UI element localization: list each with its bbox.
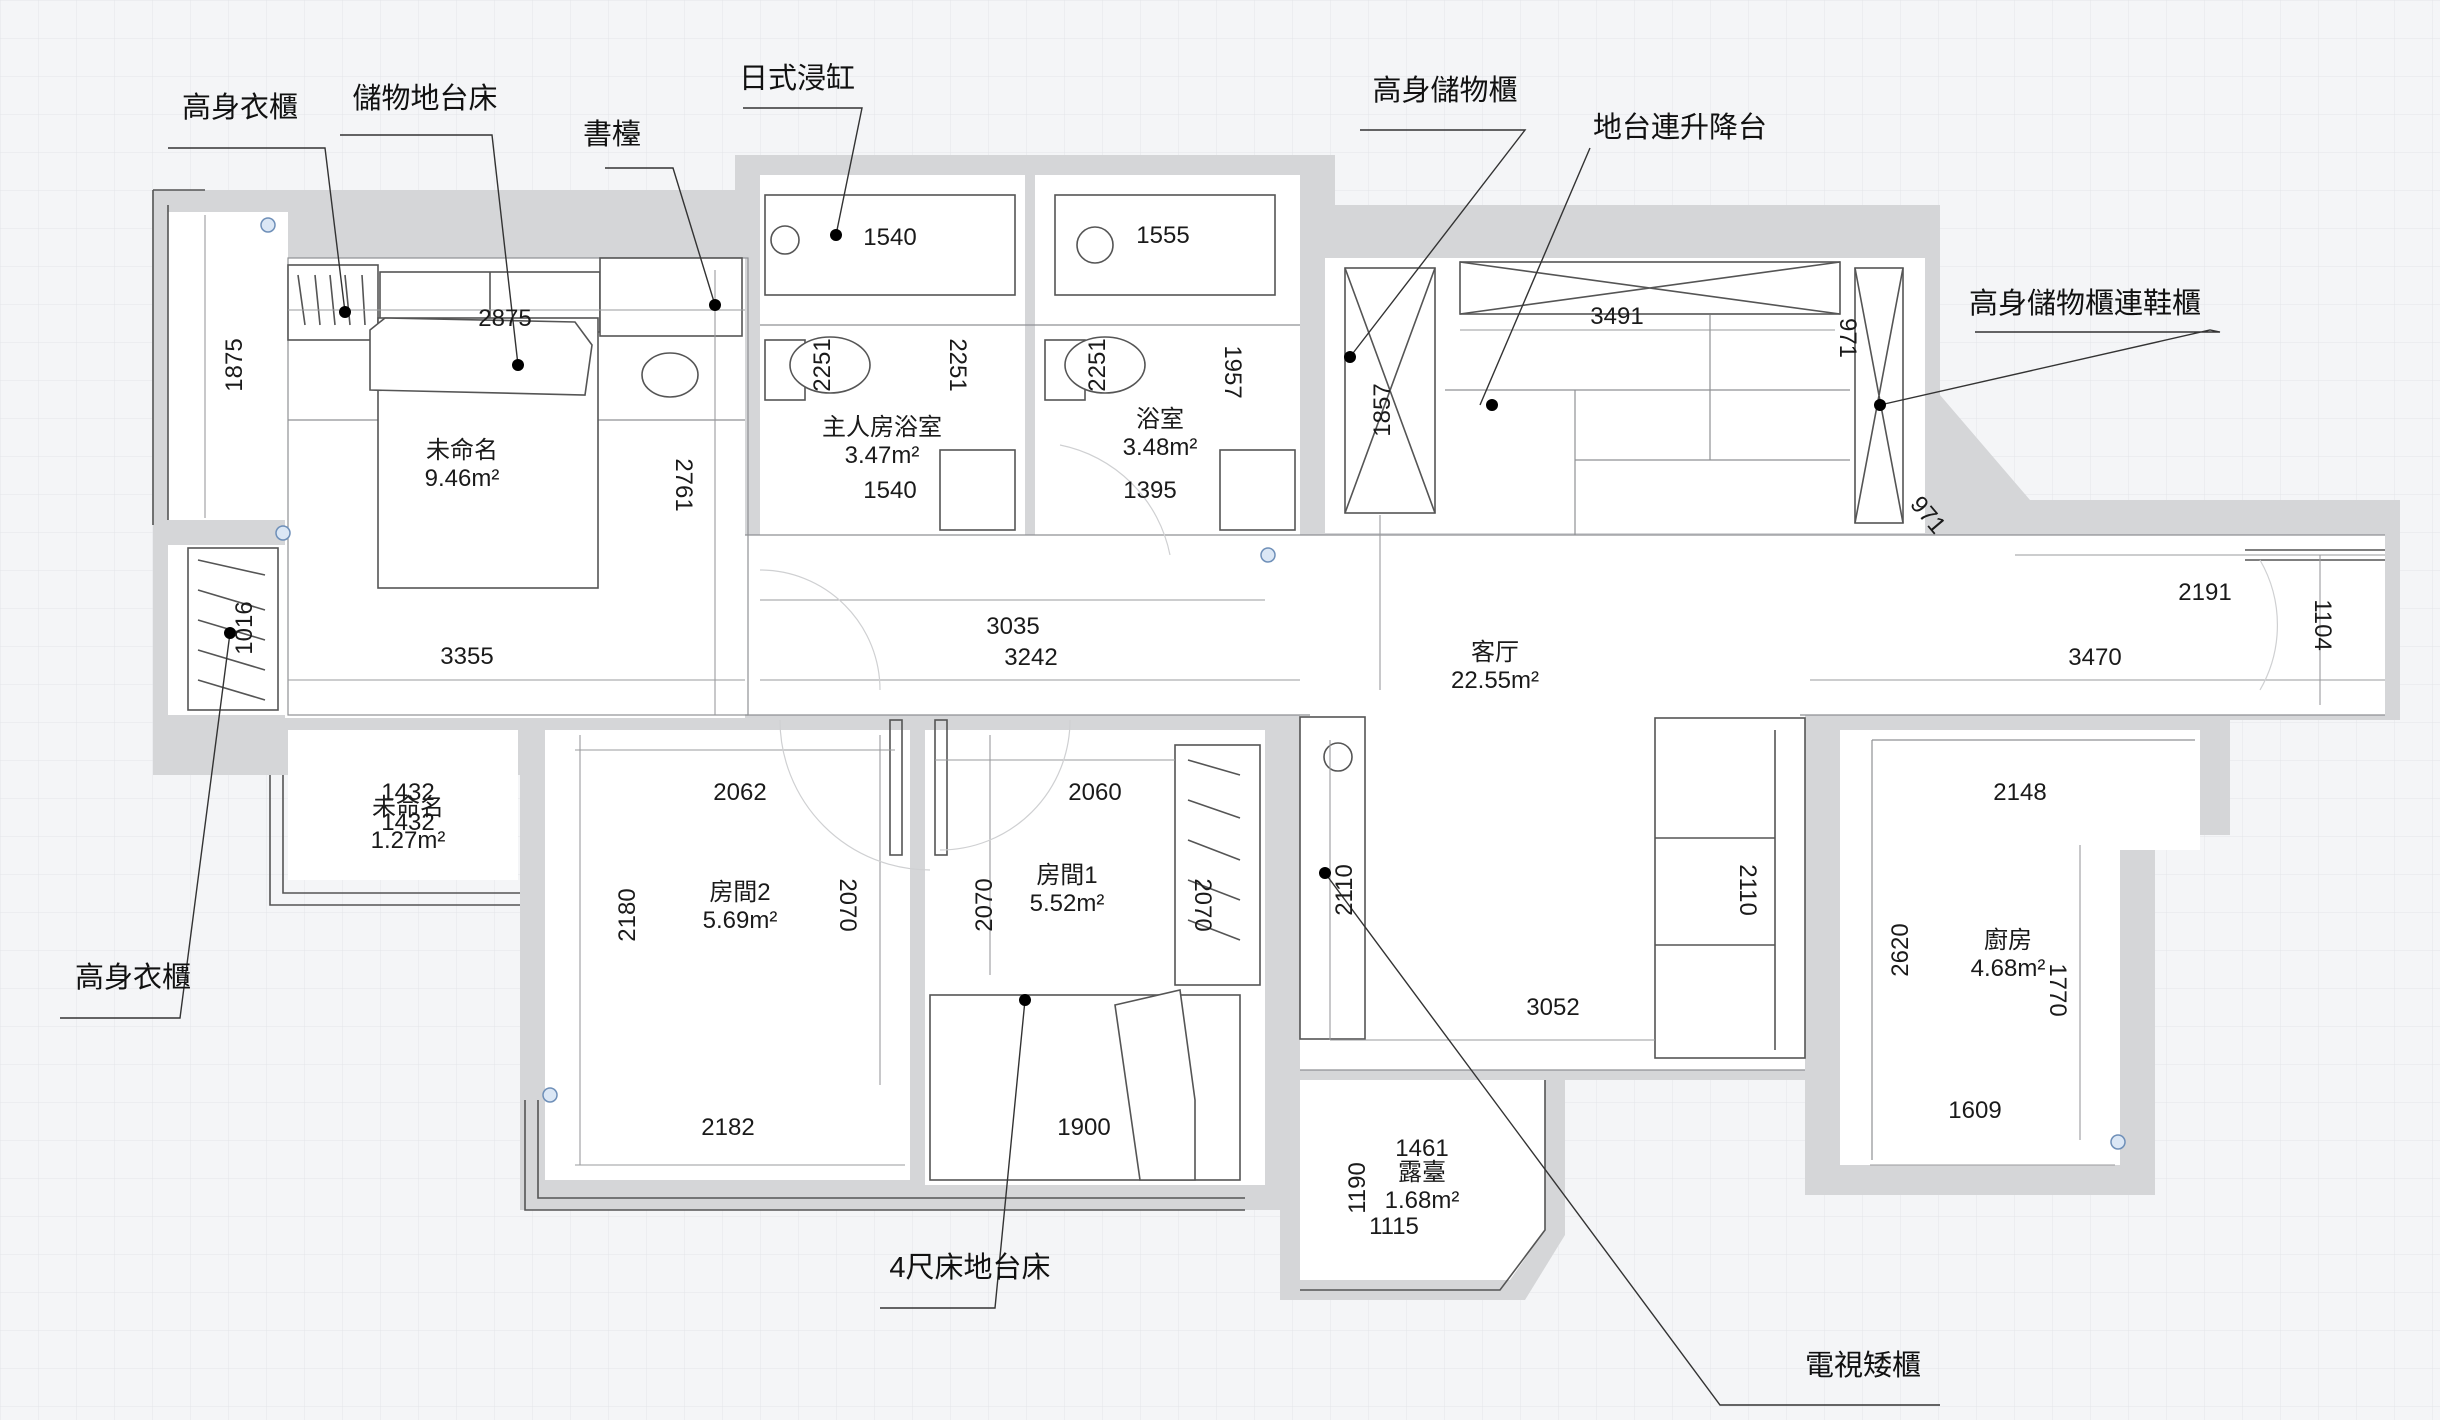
dim-kitchen-right: 1770 <box>2044 963 2071 1016</box>
dim-tall-storage: 1857 <box>1369 383 1396 436</box>
dim-east-width2: 3470 <box>2068 644 2121 671</box>
door-swings <box>759 444 2278 871</box>
dim-room1-left: 2070 <box>971 878 998 931</box>
room-master-bath-area: 3.47m² <box>845 442 920 469</box>
platform-bed <box>369 271 601 589</box>
leader-dots <box>224 229 1886 1006</box>
dim-wardrobe-left: 1016 <box>231 601 258 654</box>
dim-sofa-height: 2110 <box>1734 864 1761 916</box>
dim-master-height: 1875 <box>221 338 248 391</box>
dimension-labels: 1875 2875 2761 3355 1016 1432 1432 1540 … <box>221 222 2336 1240</box>
dim-east-height: 1104 <box>2309 599 2336 651</box>
room-kitchen-area: 4.68m² <box>1971 955 2046 982</box>
leader-lines <box>60 107 2221 1406</box>
dim-bed-width: 2875 <box>478 305 531 332</box>
room-master-name: 未命名 <box>426 437 498 464</box>
dim-room2-top: 2062 <box>713 779 766 806</box>
label-storage-platform-bed: 儲物地台床 <box>352 82 497 115</box>
dim-room1-top: 2060 <box>1068 779 1121 806</box>
dim-living-bottom: 3052 <box>1526 994 1579 1021</box>
dim-b-right: 1957 <box>1219 345 1246 398</box>
corner-markers <box>260 217 2126 1150</box>
dim-lift-width: 3491 <box>1590 303 1643 330</box>
dim-kitchen-top: 2148 <box>1993 779 2046 806</box>
label-tall-wardrobe-left: 高身衣櫃 <box>75 961 191 994</box>
room2-area: 5.69m² <box>703 907 778 934</box>
sofa <box>1654 717 1806 1059</box>
dim-living-w2: 3242 <box>1004 644 1057 671</box>
dim-small-w1: 1432 <box>381 779 434 806</box>
room-small-name: 未命名 <box>372 794 444 821</box>
dim-room2-left: 2180 <box>614 888 641 941</box>
dim-mb-mid1: 2251 <box>809 338 836 391</box>
dim-shoe-top: 971 <box>1834 318 1861 358</box>
room1-furniture <box>889 719 1261 1181</box>
room-living-area: 22.55m² <box>1451 667 1539 694</box>
room-labels: 未命名 9.46m² 主人房浴室 3.47m² 浴室 3.48m² 客厅 22.… <box>371 406 2046 1214</box>
label-platform-lift: 地台連升降台 <box>1593 111 1767 144</box>
tall-storage-shoe <box>1854 267 1904 524</box>
dim-room1-bottom: 1900 <box>1057 1114 1110 1141</box>
room-master-bath-name: 主人房浴室 <box>822 414 942 441</box>
dim-room1-right: 2070 <box>1189 878 1216 931</box>
room2-name: 房間2 <box>709 879 770 906</box>
room-living-name: 客厅 <box>1471 639 1519 666</box>
dim-balcony-top: 1461 <box>1395 1135 1448 1162</box>
dim-kitchen-bottom: 1609 <box>1948 1097 2001 1124</box>
room1-area: 5.52m² <box>1030 890 1105 917</box>
dim-kitchen-left: 2620 <box>1887 923 1914 976</box>
room-balcony-name: 露臺 <box>1398 1159 1446 1186</box>
dim-mb-bottom: 1540 <box>863 477 916 504</box>
label-tv-cabinet: 電視矮櫃 <box>1805 1349 1921 1382</box>
platform-lift <box>1459 261 1841 315</box>
dim-room2-bottom: 2182 <box>701 1114 754 1141</box>
dim-small-w2: 1432 <box>381 809 434 836</box>
room1-name: 房間1 <box>1036 862 1097 889</box>
room-master-area: 9.46m² <box>425 465 500 492</box>
label-four-ft-bed: 4尺床地台床 <box>889 1251 1050 1284</box>
wardrobe-top <box>287 264 379 341</box>
interior-lines <box>287 257 2385 1071</box>
label-desk: 書檯 <box>583 118 641 151</box>
label-japanese-tub: 日式浸缸 <box>739 62 855 95</box>
kitchen-fixtures <box>1871 739 2195 1160</box>
dim-living-w1: 3035 <box>986 613 1039 640</box>
callout-labels: 高身衣櫃 儲物地台床 書檯 日式浸缸 高身儲物櫃 地台連升降台 高身儲物櫃連鞋櫃… <box>75 62 2201 1382</box>
desk <box>599 257 743 398</box>
tall-storage <box>1344 267 1436 514</box>
room-kitchen-name: 廚房 <box>1984 927 2032 954</box>
dim-mb-mid2: 2251 <box>944 338 971 391</box>
dim-room2-right: 2070 <box>834 878 861 931</box>
room-balcony-area: 1.68m² <box>1385 1187 1460 1214</box>
room-small-area: 1.27m² <box>371 827 446 854</box>
bath-fixtures <box>764 194 1296 531</box>
dim-master-wall: 2761 <box>670 458 697 511</box>
dim-tv-height: 2110 <box>1331 864 1358 916</box>
dim-balcony-left: 1190 <box>1344 1162 1371 1214</box>
dim-b-top: 1555 <box>1136 222 1189 249</box>
dim-b-bottom: 1395 <box>1123 477 1176 504</box>
dimension-lines <box>204 215 2385 1166</box>
label-tall-storage-shoe: 高身儲物櫃連鞋櫃 <box>1969 287 2201 320</box>
room-bath-name: 浴室 <box>1136 406 1184 433</box>
label-tall-wardrobe-top: 高身衣櫃 <box>182 91 298 124</box>
tv-cabinet-shape <box>1299 716 1366 1040</box>
dim-balcony-bottom: 1115 <box>1369 1213 1419 1240</box>
label-tall-storage: 高身儲物櫃 <box>1372 74 1517 107</box>
dim-mb-top: 1540 <box>863 224 916 251</box>
dim-master-width: 3355 <box>440 643 493 670</box>
room-bath-area: 3.48m² <box>1123 434 1198 461</box>
dim-b-mid: 2251 <box>1084 338 1111 391</box>
dim-east-width: 2191 <box>2178 579 2231 606</box>
